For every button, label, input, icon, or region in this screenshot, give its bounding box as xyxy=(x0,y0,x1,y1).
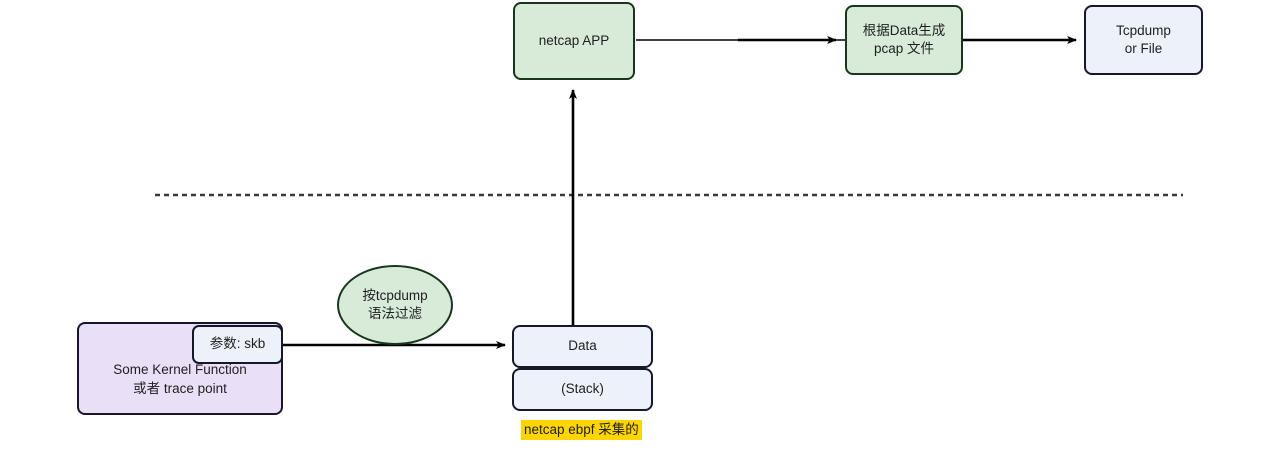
node-data[interactable]: Data xyxy=(512,325,653,368)
node-some-kernel-function[interactable]: Some Kernel Function 或者 trace point xyxy=(77,322,283,415)
node-stack[interactable]: (Stack) xyxy=(512,368,653,411)
node-tcpdump-or-file[interactable]: Tcpdump or File xyxy=(1084,5,1203,75)
node-generate-pcap-file[interactable]: 根据Data生成 pcap 文件 xyxy=(845,5,963,75)
node-netcap-app[interactable]: netcap APP xyxy=(513,2,635,80)
annotation-netcap-ebpf-collected: netcap ebpf 采集的 xyxy=(521,420,642,440)
node-tcpdump-syntax-filter[interactable]: 按tcpdump 语法过滤 xyxy=(337,265,453,345)
node-param-skb[interactable]: 参数: skb xyxy=(192,325,283,364)
